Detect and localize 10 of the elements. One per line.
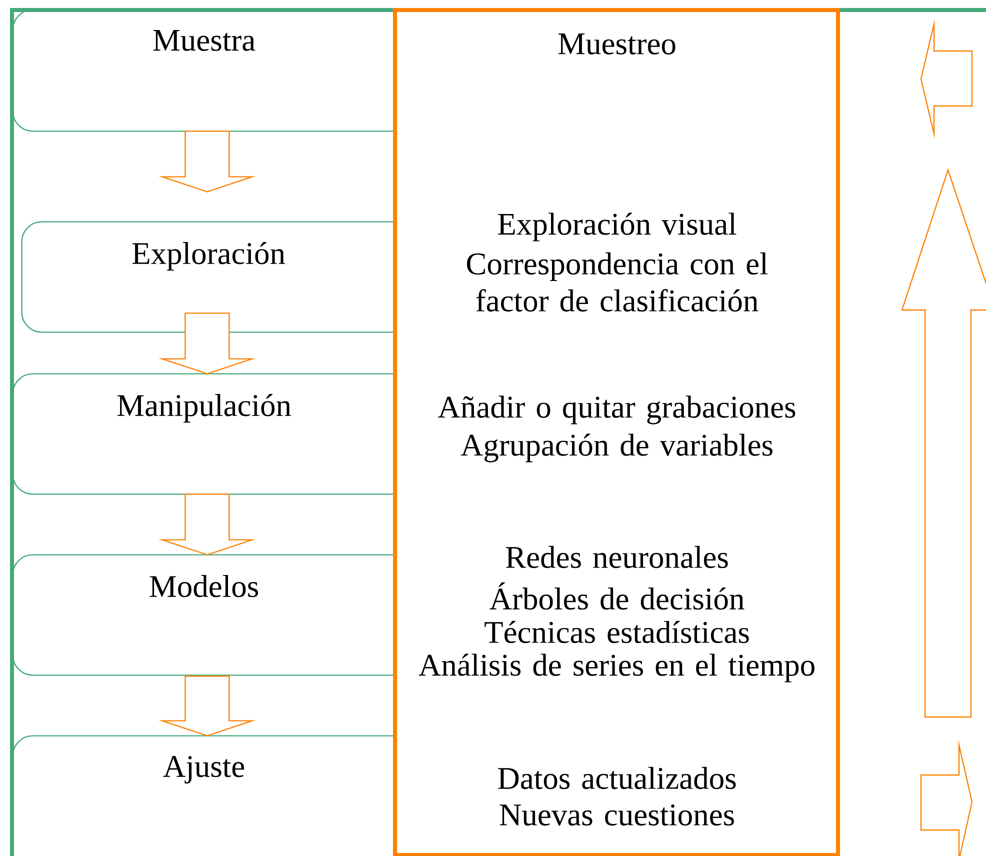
block-arrow: [158, 312, 256, 374]
panel: Muestreo Exploración visual Correspondencia con el factor de clasificación Añadir o quitar grabaciones Agrupación de variables Redes neuronales Árboles de decisión Técnicas estadísticas Análisis de series en el tiempo Datos actualizados Nuevas cuestiones: [393, 8, 840, 856]
block-arrow: [158, 494, 256, 556]
stage-box: Modelos: [12, 554, 396, 676]
stage-box: Exploración: [21, 221, 396, 333]
stage-box: Manipulación: [12, 373, 396, 495]
stage-box: Muestra: [12, 9, 396, 132]
block-arrow: [158, 130, 256, 192]
block-arrow: [158, 676, 256, 736]
stage-box: Ajuste: [12, 735, 396, 856]
